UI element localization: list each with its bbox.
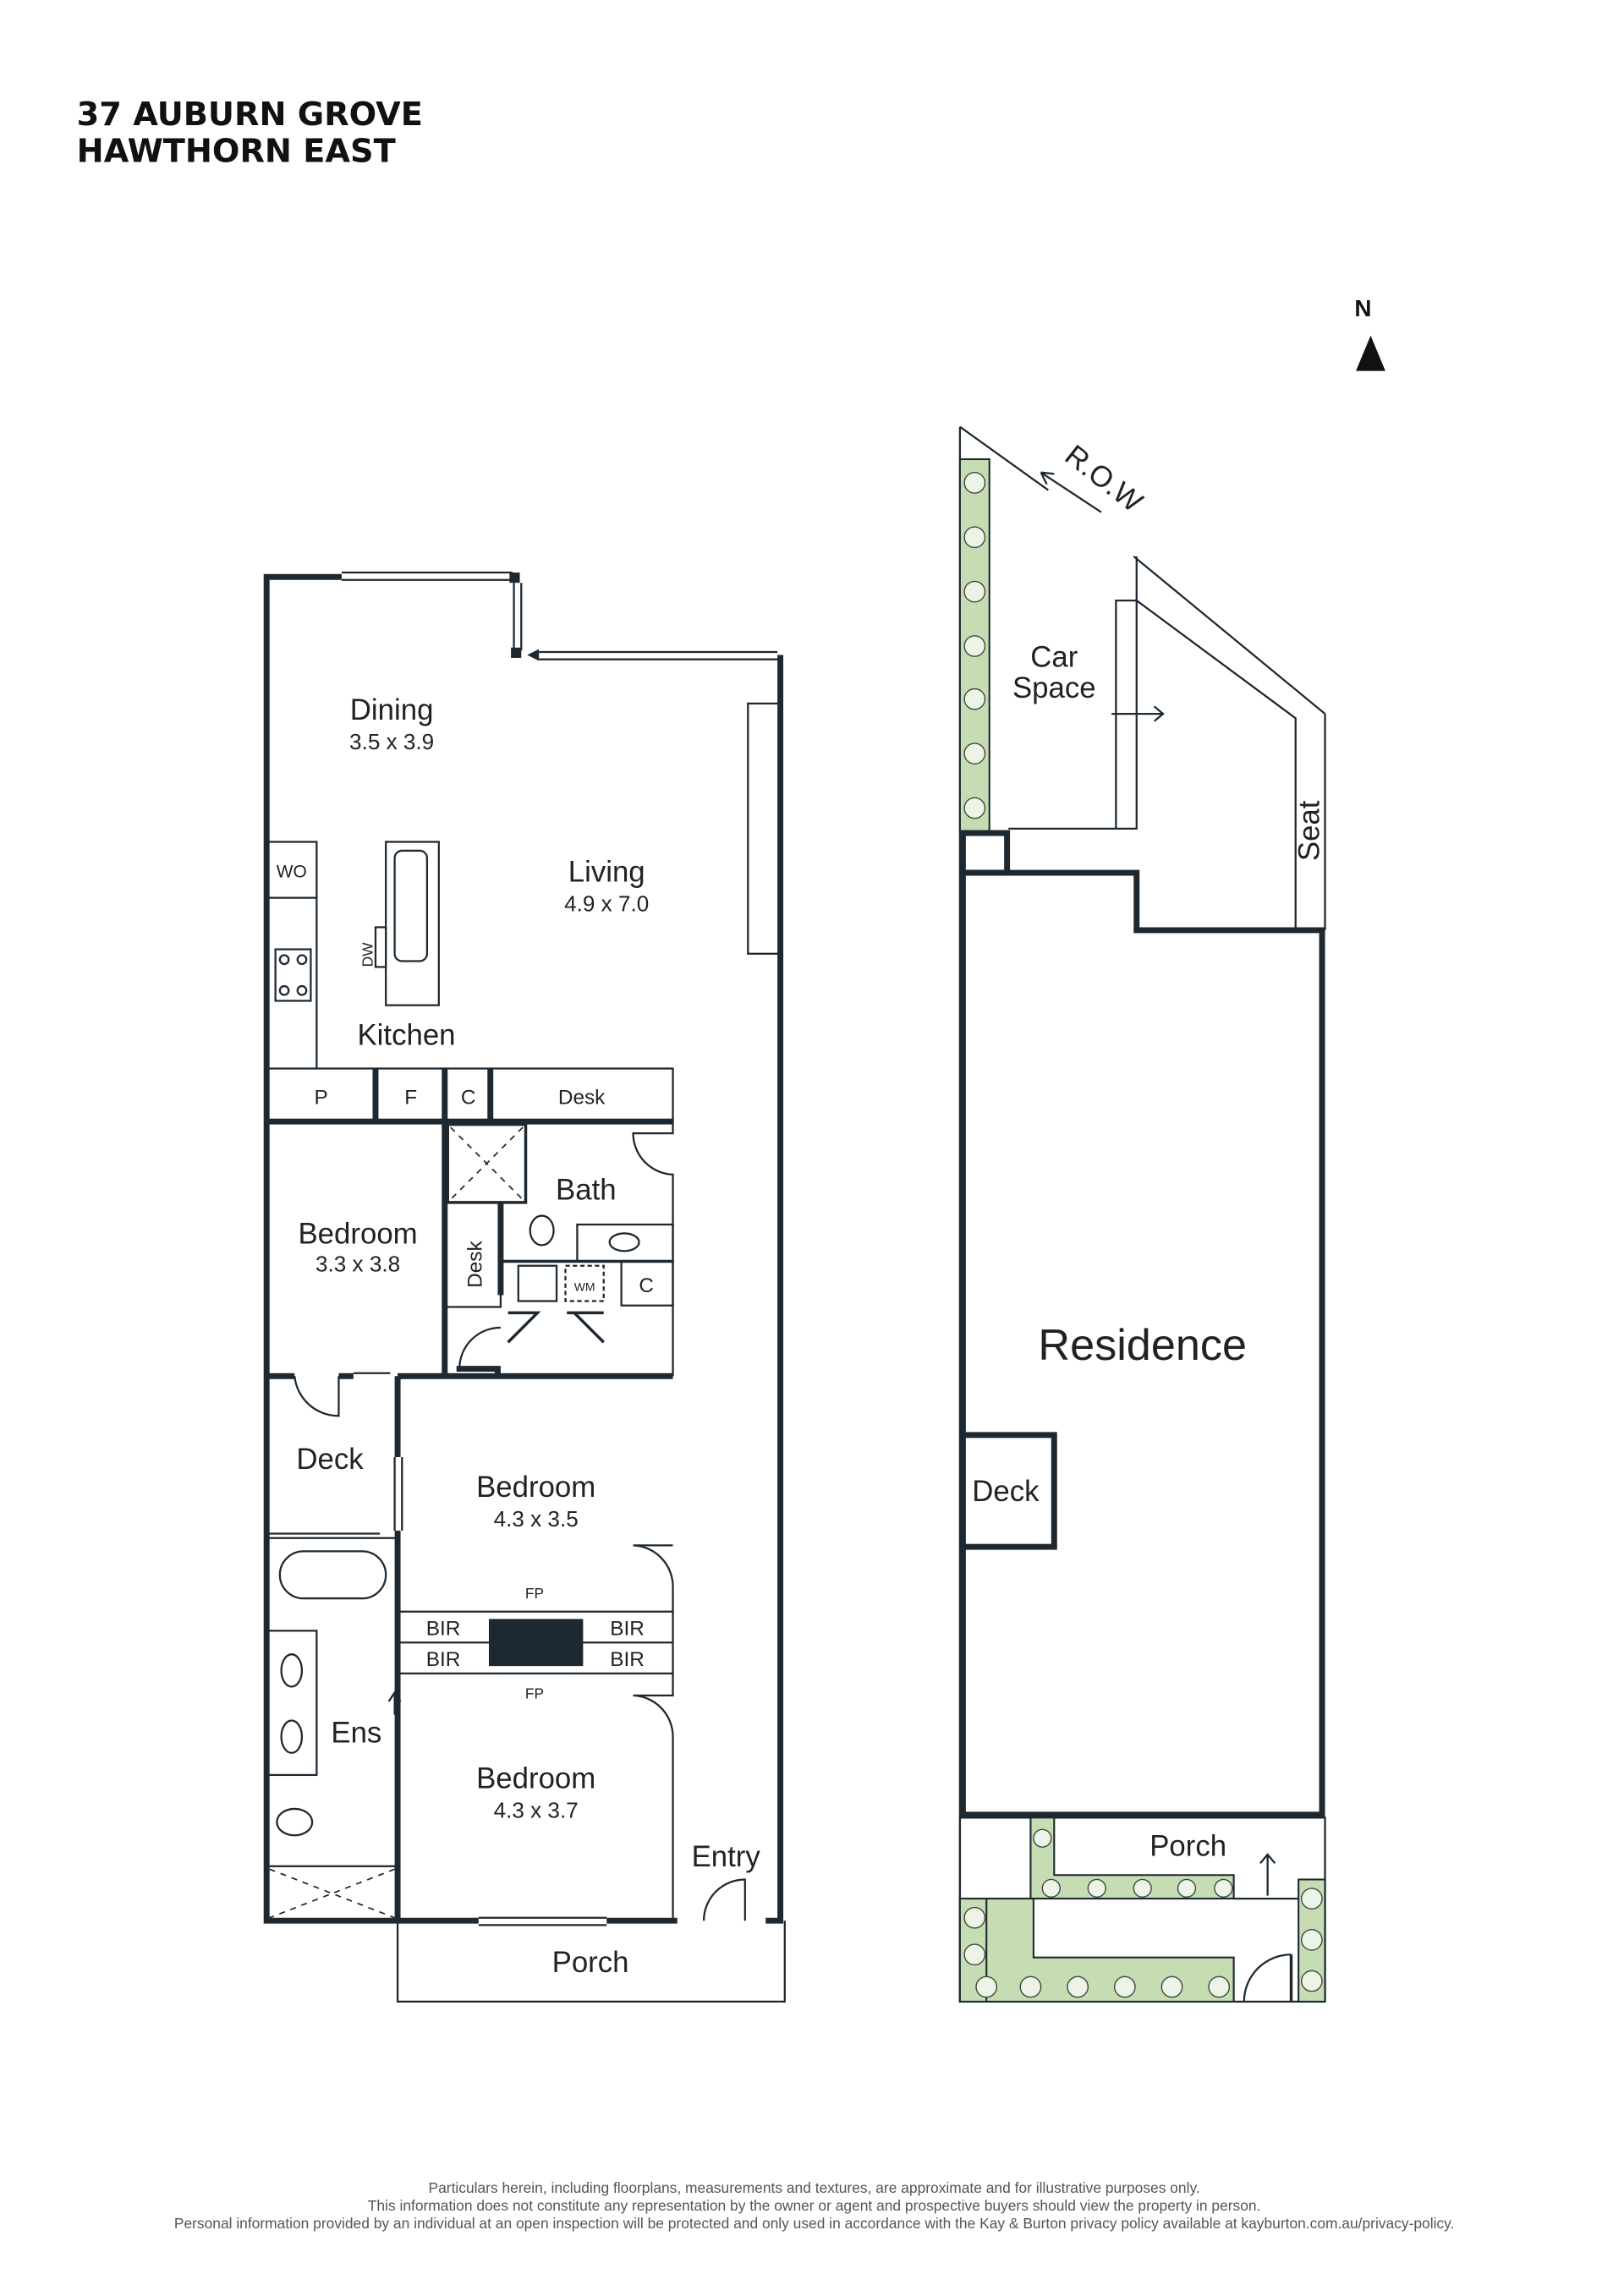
svg-text:FP: FP [525,1585,544,1602]
svg-text:C: C [461,1086,476,1109]
svg-text:WM: WM [574,1280,595,1293]
room-label: Dining [350,693,434,726]
svg-text:BIR: BIR [610,1648,645,1671]
svg-text:N: N [1354,295,1371,321]
room-dims: 4.3 x 3.5 [494,1506,579,1532]
cooktop-icon [274,948,312,1002]
svg-text:Car: Car [1030,640,1078,673]
site-plan: R.O.W Car Space Seat Residence Deck [958,425,1326,2003]
row-label: R.O.W [1059,439,1149,519]
room-label: Bedroom [476,1471,595,1504]
svg-text:BIR: BIR [610,1618,645,1641]
room-label: Porch [552,1946,629,1979]
north-arrow-icon: N [1354,295,1385,371]
svg-text:F: F [404,1086,417,1109]
svg-text:Porch: Porch [1149,1830,1226,1863]
room-label: Ens [331,1717,381,1750]
disclaimer-line3: Personal information provided by an indi… [174,2215,1455,2232]
disclaimer-line2: This information does not constitute any… [368,2197,1261,2214]
room-label: Entry [692,1840,761,1873]
sink-icon [393,849,429,962]
svg-text:BIR: BIR [426,1618,461,1641]
room-dims: 4.9 x 7.0 [564,890,649,916]
svg-text:FP: FP [525,1685,544,1701]
svg-text:P: P [314,1086,327,1109]
floor-plan: Dining 3.5 x 3.9 Living 4.9 x 7.0 Kitche… [263,571,786,2003]
kitchen-island [385,841,440,1006]
room-label: Bedroom [476,1762,595,1795]
room-label: Bedroom [298,1218,417,1251]
room-dims: 3.5 x 3.9 [349,729,434,754]
svg-text:C: C [639,1274,654,1297]
svg-text:DW: DW [359,942,376,967]
room-label: Bath [556,1173,617,1206]
room-dims: 3.3 x 3.8 [315,1252,400,1277]
room-label: Kitchen [357,1019,455,1052]
residence-label: Residence [1038,1321,1247,1370]
bathtub-icon [278,1550,387,1600]
svg-text:WO: WO [277,862,307,881]
svg-text:Seat: Seat [1293,800,1326,861]
address-line1: 37 AUBURN GROVE [77,96,423,134]
svg-text:Desk: Desk [464,1241,486,1288]
address-line2: HAWTHORN EAST [77,132,396,170]
svg-text:Deck: Deck [972,1475,1040,1508]
disclaimer-line1: Particulars herein, including floorplans… [429,2179,1200,2196]
room-dims: 4.3 x 3.7 [494,1797,579,1822]
svg-text:Space: Space [1012,671,1096,704]
room-label: Deck [296,1443,364,1476]
room-label: Living [568,855,645,888]
svg-text:Desk: Desk [558,1086,606,1109]
svg-text:BIR: BIR [426,1648,461,1671]
